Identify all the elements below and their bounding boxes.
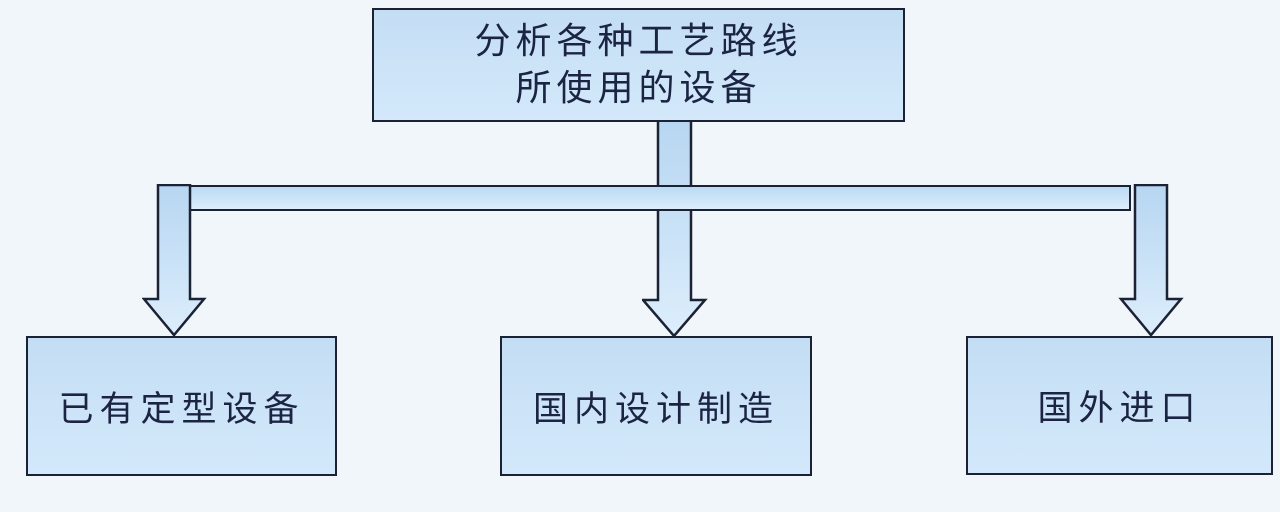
node-foreign-import-label: 国外进口 (1037, 389, 1202, 428)
connector-arrow-middle (642, 118, 708, 338)
node-domestic-design: 国内设计制造 (500, 336, 812, 476)
node-existing-equipment: 已有定型设备 (26, 336, 337, 476)
connector-arrow-right (1118, 184, 1184, 337)
node-existing-equipment-label: 已有定型设备 (58, 389, 305, 429)
node-root-line1: 分析各种工艺路线 (474, 21, 803, 61)
node-foreign-import: 国外进口 (966, 336, 1273, 475)
node-root-line2: 所使用的设备 (515, 68, 762, 108)
node-root: 分析各种工艺路线 所使用的设备 (372, 8, 905, 122)
connector-arrow-left (142, 184, 207, 337)
node-domestic-design-label: 国内设计制造 (532, 389, 779, 429)
node-root-label: 分析各种工艺路线 所使用的设备 (474, 18, 802, 112)
connector-horizontal-bar (189, 185, 1131, 211)
